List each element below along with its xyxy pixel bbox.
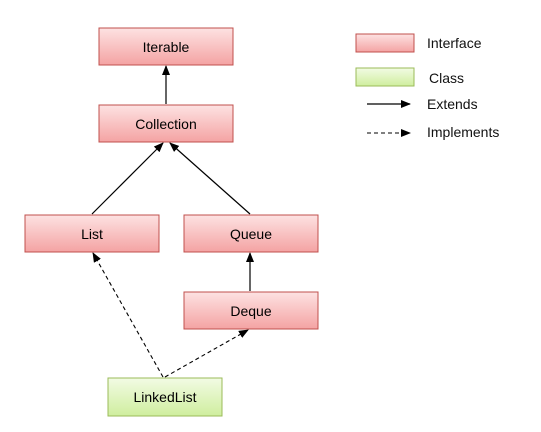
node-label: Collection bbox=[135, 116, 196, 132]
edge-linkedlist-to-list bbox=[92, 252, 164, 378]
edges-layer bbox=[91, 65, 254, 378]
node-label: Iterable bbox=[143, 39, 190, 55]
node-label: List bbox=[81, 226, 103, 242]
interface-box bbox=[24, 214, 160, 253]
node-label: Queue bbox=[230, 226, 272, 242]
node-deque: Deque bbox=[183, 291, 319, 330]
node-label: LinkedList bbox=[133, 389, 196, 405]
class-box bbox=[107, 377, 223, 417]
interface-box bbox=[98, 104, 234, 143]
legend: Interface Class Extends Implements bbox=[355, 33, 499, 140]
legend-interface-swatch bbox=[355, 33, 415, 53]
node-list: List bbox=[24, 214, 160, 253]
node-iterable: Iterable bbox=[98, 27, 234, 66]
interface-box bbox=[183, 214, 319, 253]
legend-class-label: Class bbox=[429, 70, 464, 86]
node-label: Deque bbox=[230, 303, 271, 319]
interface-box bbox=[183, 291, 319, 330]
node-linkedlist: LinkedList bbox=[107, 377, 223, 417]
edge-queue-to-collection bbox=[169, 142, 251, 215]
legend-implements-label: Implements bbox=[427, 124, 499, 140]
node-collection: Collection bbox=[98, 104, 234, 143]
edge-linkedlist-to-deque bbox=[164, 329, 249, 378]
edge-list-to-collection bbox=[91, 142, 164, 215]
legend-extends-label: Extends bbox=[427, 96, 478, 112]
legend-class-swatch bbox=[355, 67, 415, 87]
legend-interface-label: Interface bbox=[427, 35, 482, 51]
node-queue: Queue bbox=[183, 214, 319, 253]
interface-box bbox=[98, 27, 234, 66]
